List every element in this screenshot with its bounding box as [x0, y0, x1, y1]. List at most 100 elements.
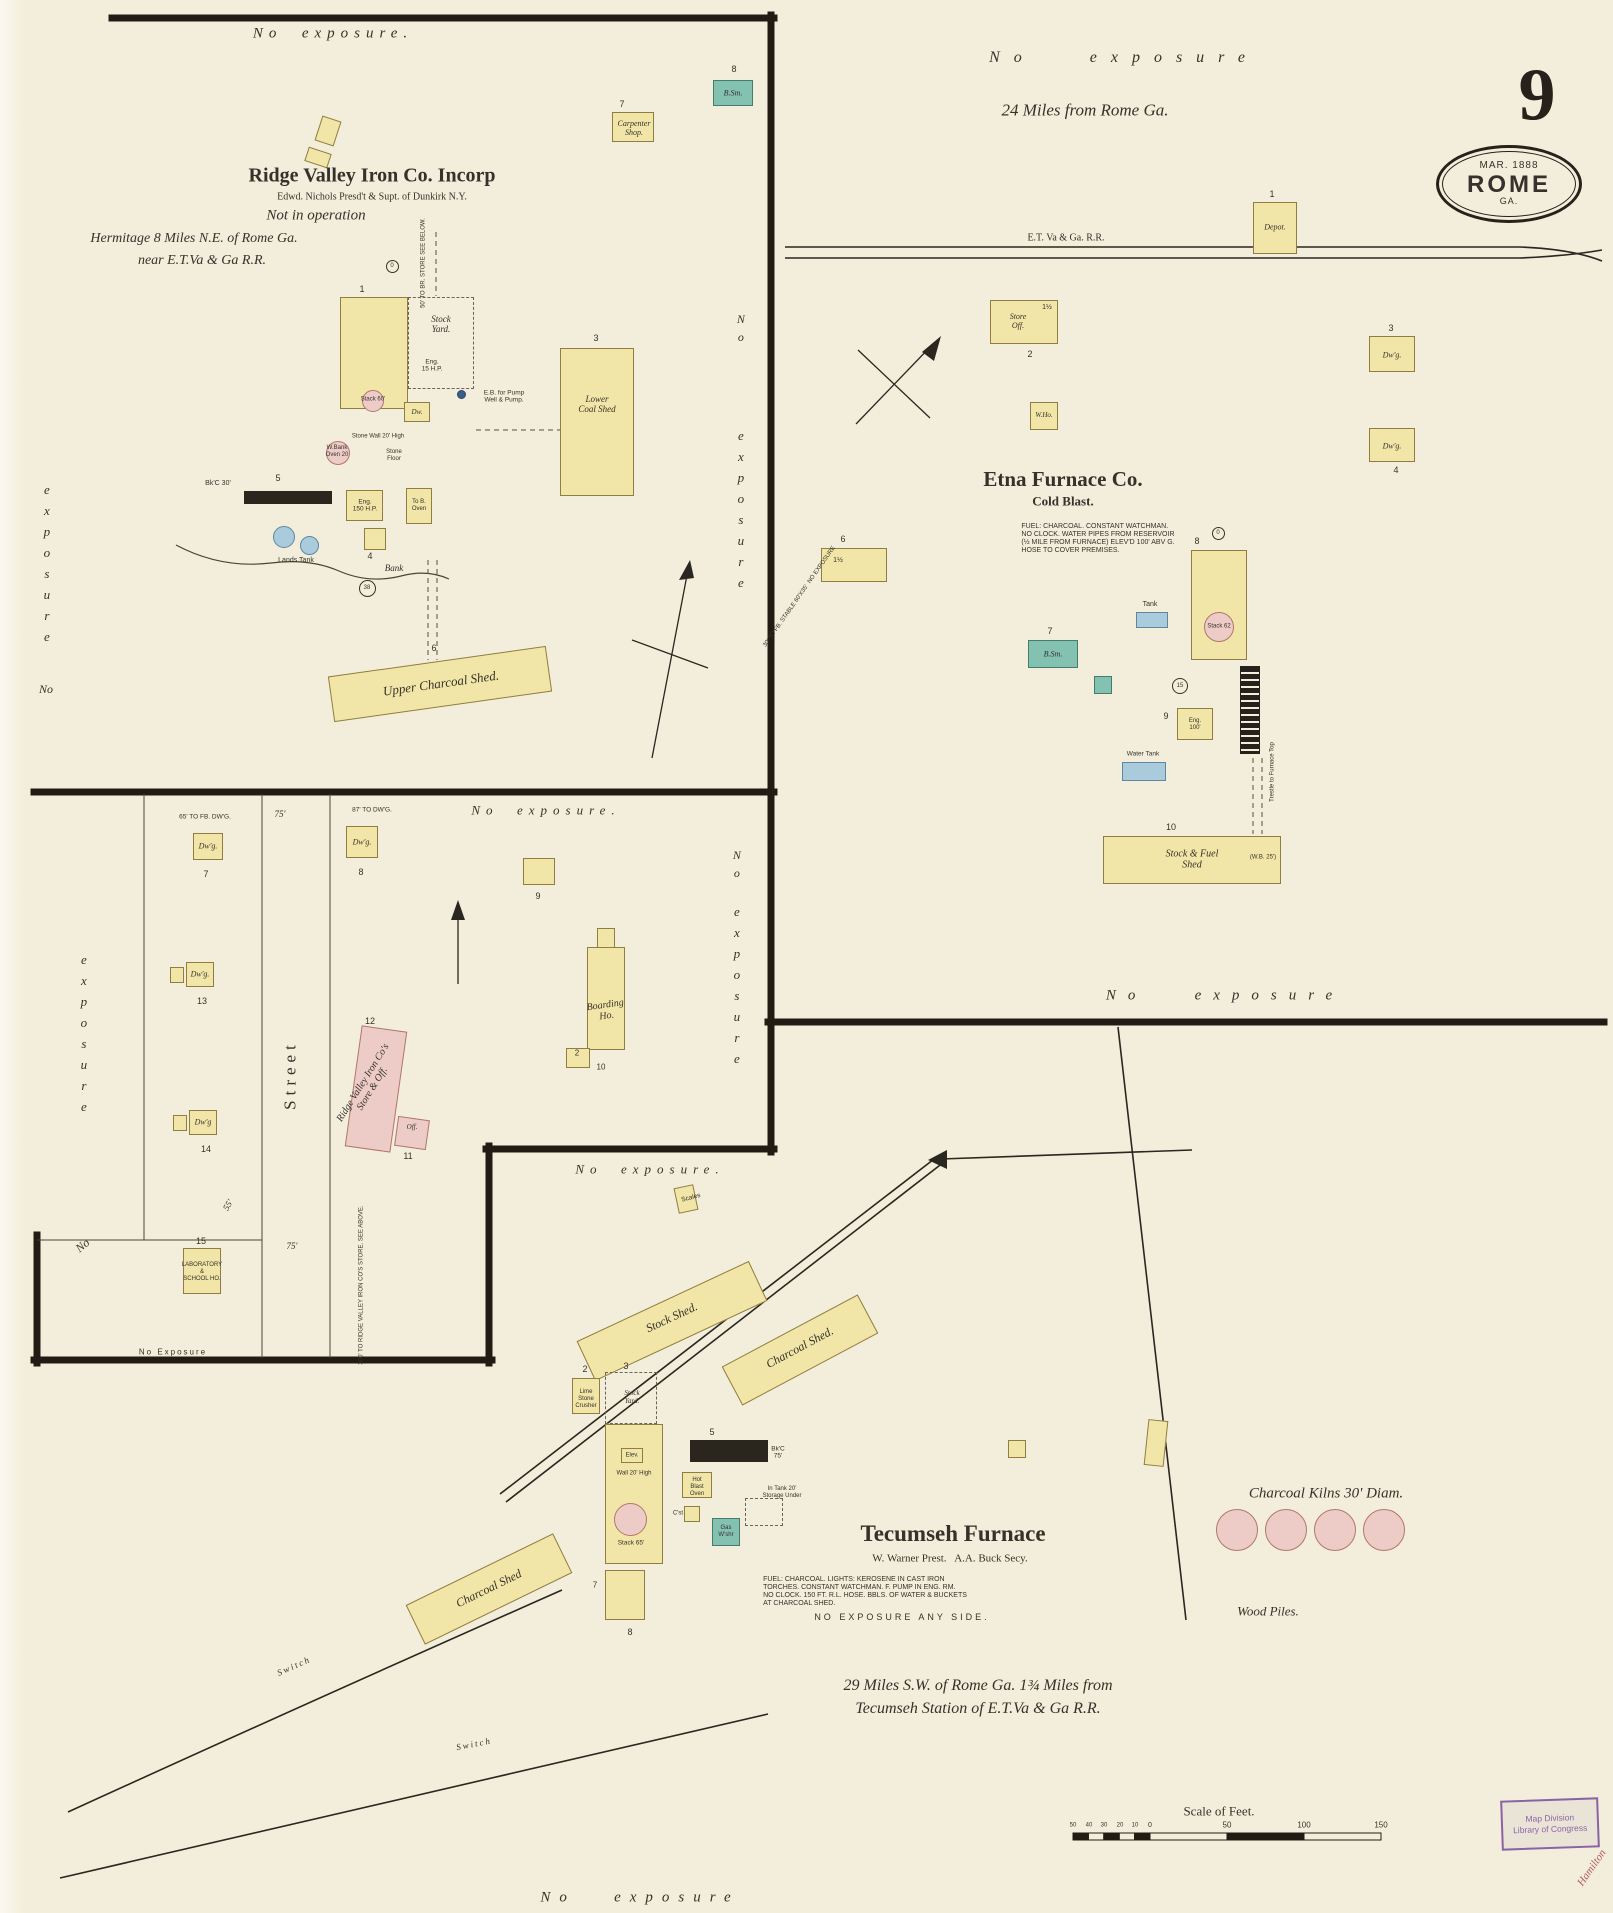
map-label: 30' TO FB. STABLE 60'X35' NO EXPOSURE — [762, 545, 837, 649]
map-label: In Tank 20' Storage Under — [762, 1486, 802, 1499]
map-label: exposure — [729, 904, 745, 1072]
map-label: Dw'g. — [352, 837, 372, 847]
map-label: 55' — [220, 1197, 235, 1213]
map-label: 9 — [1163, 710, 1169, 721]
map-label: Stack 65' — [617, 1539, 645, 1547]
map-label: Eng. 15 H.P. — [421, 358, 443, 373]
map-label: No — [72, 1235, 93, 1256]
gas-washer — [712, 1518, 740, 1546]
signature: Hamilton — [1574, 1847, 1609, 1889]
map-label: 9 — [535, 890, 541, 901]
map-label: 7 — [619, 98, 625, 109]
map-label: 50' TO BR. STORE SEE BELOW. — [420, 218, 427, 308]
map-label: C'st — [672, 1510, 684, 1517]
etna-title: Etna Furnace Co. — [983, 467, 1143, 492]
dwelling — [189, 1110, 217, 1135]
stock-yard — [605, 1372, 657, 1424]
map-label: (W.B. 25') — [1249, 854, 1277, 861]
hot-blast-oven — [682, 1472, 712, 1498]
boarding-house — [587, 947, 625, 1050]
map-label: 100 — [1297, 1820, 1311, 1830]
map-label: 10 — [596, 1062, 606, 1072]
map-label: Bk'C 30' — [205, 480, 231, 488]
distance-note: 29 Miles S.W. of Rome Ga. 1¾ Miles from — [843, 1676, 1113, 1694]
building — [597, 928, 615, 948]
map-label: Bank — [384, 562, 404, 573]
tecumseh-subtitle: W. Warner Prest. A.A. Buck Secy. — [872, 1552, 1028, 1565]
engine-house — [1177, 708, 1213, 740]
map-label: 12 — [364, 1015, 376, 1026]
stack-65 — [613, 1502, 647, 1536]
map-label: Lands Tank — [278, 557, 314, 565]
map-label: 40 — [1085, 1822, 1093, 1829]
lower-coal-shed — [560, 348, 634, 496]
charcoal-kiln — [1314, 1509, 1356, 1551]
ridge-valley-subtitle: Edwd. Nichols Presd't & Supt. of Dunkirk… — [277, 191, 467, 203]
no-exposure-note: NO EXPOSURE ANY SIDE. — [814, 1611, 990, 1622]
no-exposure-note: No exposure. — [252, 25, 414, 42]
no-exposure-note: No exposure. — [471, 802, 621, 818]
map-label: Water Tank — [1126, 750, 1160, 758]
laboratory-school — [183, 1248, 221, 1294]
map-label: Stock Yard. — [624, 1389, 640, 1405]
map-label: Dw. — [411, 408, 423, 417]
map-circle: 38 — [358, 579, 376, 597]
map-label: Stock & Fuel Shed — [1165, 848, 1219, 871]
map-label: Wall 20' High — [616, 1470, 652, 1477]
map-label: 4 — [1393, 464, 1399, 475]
map-circle: 15 — [1172, 678, 1188, 694]
map-label: Dw'g — [194, 1117, 212, 1127]
map-label: 30 — [1100, 1822, 1108, 1829]
oven-house — [406, 488, 432, 524]
map-label: 1½ — [1042, 304, 1052, 312]
map-label: 7 — [1047, 625, 1053, 636]
map-label: Dw'g. — [1382, 350, 1402, 360]
tecumseh-furnace-building — [605, 1424, 663, 1564]
map-label: 3 — [1388, 322, 1394, 333]
map-label: No — [38, 682, 54, 697]
charcoal-kiln — [1265, 1509, 1307, 1551]
map-label: Elev. — [625, 1452, 639, 1459]
map-label: 2 — [582, 1363, 588, 1374]
map-label: Stock Yard. — [431, 313, 451, 334]
map-label: 8 — [358, 866, 364, 877]
stamp-city: ROME — [1467, 170, 1551, 198]
map-label: 75' — [274, 808, 286, 819]
map-label: Eng. 150 H.P. — [352, 498, 378, 513]
stamp-date: MAR. 1888 — [1479, 160, 1539, 172]
dwelling — [186, 962, 214, 987]
map-label: exposure — [76, 952, 92, 1120]
map-label: 8 — [1194, 535, 1200, 546]
carpenter-shop — [612, 112, 654, 142]
switch-label: Switch — [275, 1653, 313, 1678]
building — [821, 548, 887, 582]
map-label: Gas W'shr — [718, 1525, 734, 1538]
elevator — [621, 1448, 643, 1463]
sheet-number: 9 — [1518, 54, 1556, 137]
map-label: 2 — [574, 1048, 580, 1058]
boiler-stack — [244, 491, 332, 504]
map-label: 3 — [623, 1360, 629, 1371]
building — [1143, 1419, 1169, 1467]
map-label: Tank — [1142, 601, 1158, 609]
casting-house — [1240, 666, 1260, 754]
dwelling — [193, 833, 223, 860]
stock-yard — [408, 297, 474, 389]
dwelling — [404, 402, 430, 422]
etna-notes: FUEL: CHARCOAL. CONSTANT WATCHMAN. NO CL… — [1021, 523, 1175, 554]
warehouse — [1030, 402, 1058, 430]
lime-stone-crusher — [572, 1378, 600, 1414]
map-label: Off. — [406, 1123, 418, 1132]
map-label: 50 — [1069, 1822, 1077, 1829]
map-label: 4 — [367, 550, 373, 561]
map-label: Dw'g. — [1382, 441, 1402, 451]
map-label: 14 — [200, 1143, 212, 1154]
blacksmith-shop — [713, 80, 753, 106]
map-label: 10 — [1165, 821, 1177, 832]
map-label: Dw'g. — [190, 969, 210, 979]
map-label: W.Ho. — [1035, 411, 1053, 420]
map-label: Depot. — [1264, 222, 1286, 232]
tank — [1136, 612, 1168, 628]
map-label: Eng. 100' — [1188, 718, 1202, 731]
